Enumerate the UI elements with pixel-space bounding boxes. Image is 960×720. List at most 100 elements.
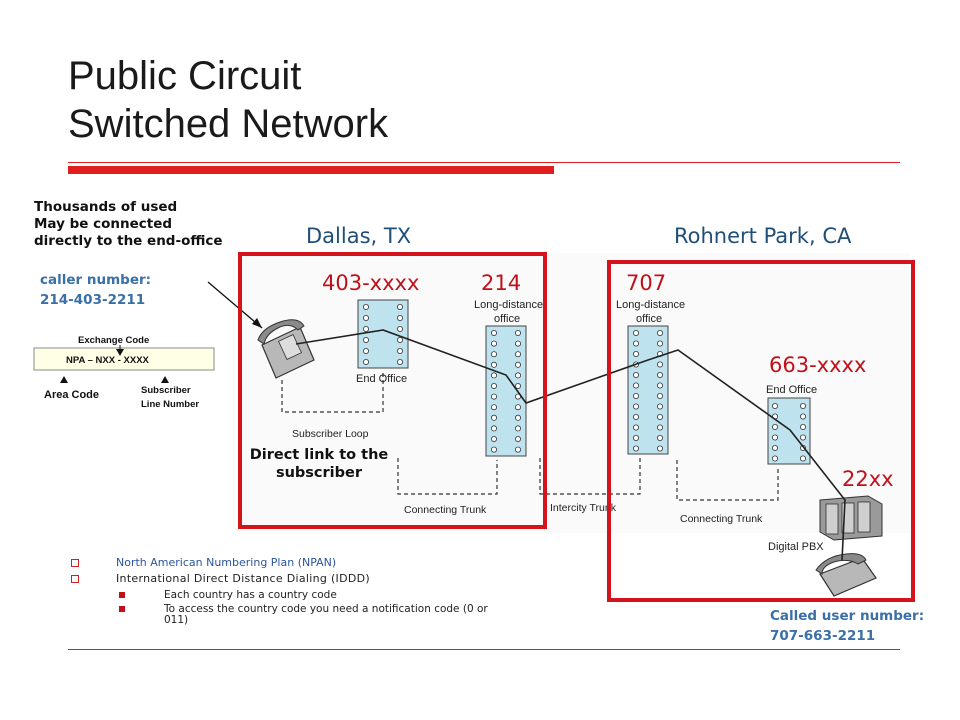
switch-port-dot [490,435,497,442]
end-office-note: Thousands of used May be connected direc… [34,199,223,250]
switch-port-dot [633,434,640,441]
intercity-trunk-line [539,458,641,495]
switch-port-dot [396,358,403,365]
switch-port-dot [515,372,522,379]
switch-port-dot [772,444,779,451]
switch-port-dot [490,361,497,368]
title-rule-accent [68,166,554,174]
switch-port-dot [800,423,807,430]
switch-port-dot [772,402,779,409]
switch-port-dot [633,340,640,347]
switch-port-dot [657,340,664,347]
switch-port-dot [772,434,779,441]
digital-pbx-label: Digital PBX [768,541,824,553]
city-dallas: Dallas, TX [306,224,412,248]
area-code-arrow [60,376,68,383]
bullet-item: North American Numbering Plan (NPAN) [68,555,548,571]
switch-port-dot [657,392,664,399]
note-line-2: May be connected [34,216,173,232]
switch-port-dot [490,351,497,358]
switch-port-dot [362,358,369,365]
switch-port-dot [657,371,664,378]
switch-port-dot [515,425,522,432]
called-telephone-icon [815,553,877,597]
switch-port-dot [800,413,807,420]
switch-port-dot [515,446,522,453]
switch-port-dot [490,393,497,400]
switch-port-dot [362,336,369,343]
switch-port-dot [396,325,403,332]
switch-port-dot [657,445,664,452]
filled-square-bullet-icon [119,606,125,612]
pointer-arrow [207,281,263,329]
npa-format-box [33,347,215,371]
called-label: Called user number: [770,608,925,624]
switch-port-dot [490,446,497,453]
dallas-area-code: 214 [481,271,522,295]
end-office-label-right: End Office [766,384,817,396]
switch-port-dot [800,402,807,409]
title-rule-thin [68,162,900,163]
switch-port-dot [490,414,497,421]
switch-port-dot [515,340,522,347]
telephone-icon [257,319,315,379]
digital-pbx-icon [819,495,883,541]
switch-port-dot [396,314,403,321]
note-line-3: directly to the end-office [34,233,223,249]
switch-port-dot [515,329,522,336]
dallas-region-box [238,252,547,529]
ca-long-distance-switch [627,325,669,455]
switch-port-dot [633,445,640,452]
switch-port-dot [396,347,403,354]
switch-port-dot [362,314,369,321]
npa-format-text: NPA – NXX - XXXX [66,355,150,366]
title-line-1: Public Circuit [68,54,302,98]
sub-bullet-text: To access the country code you need a no… [164,603,488,626]
long-distance-label-left-2: office [494,313,520,325]
switch-port-dot [490,340,497,347]
connecting-trunk-left-label: Connecting Trunk [404,504,487,516]
bullet-text: International Direct Distance Dialing (I… [116,572,370,585]
exchange-code-arrow [116,349,124,356]
switch-port-dot [633,382,640,389]
switch-port-dot [515,361,522,368]
switch-port-dot [362,325,369,332]
caller-label: caller number: [40,272,152,288]
direct-link-note: Direct link to the subscriber [238,446,400,482]
long-distance-label-left-1: Long-distance [474,299,543,311]
switch-port-dot [362,303,369,310]
caller-number-block: caller number: 214-403-2211 [40,270,151,310]
connecting-trunk-right-label: Connecting Trunk [680,513,763,525]
called-number-block: Called user number: 707-663-2211 [770,606,924,646]
switch-port-dot [362,347,369,354]
switch-port-dot [657,329,664,336]
bullet-list: North American Numbering Plan (NPAN) Int… [68,555,548,626]
sub-bullet-text: Each country has a country code [164,589,337,601]
switch-port-dot [772,455,779,462]
ca-exchange-number: 663-xxxx [769,353,867,377]
call-path-line [295,329,846,561]
switch-port-dot [633,371,640,378]
switch-port-dot [633,350,640,357]
switch-port-dot [490,329,497,336]
switch-port-dot [772,423,779,430]
switch-port-dot [633,392,640,399]
pointer-arrowhead [252,318,262,328]
connecting-trunk-right-line [676,460,779,501]
hollow-square-bullet-icon [71,559,79,567]
note-line-1: Thousands of used [34,199,178,215]
long-distance-label-right-1: Long-distance [616,299,685,311]
ca-area-code: 707 [626,271,667,295]
filled-square-bullet-icon [119,592,125,598]
switch-port-dot [800,455,807,462]
sub-bullet-item: To access the country code you need a no… [68,604,494,626]
area-code-label: Area Code [44,389,99,401]
rohnert-park-region-box [607,260,915,602]
pbx-extension-number: 22xx [842,467,894,491]
switch-port-dot [490,372,497,379]
switch-port-dot [396,303,403,310]
switch-port-dot [633,329,640,336]
switch-port-dot [515,435,522,442]
switch-port-dot [657,403,664,410]
